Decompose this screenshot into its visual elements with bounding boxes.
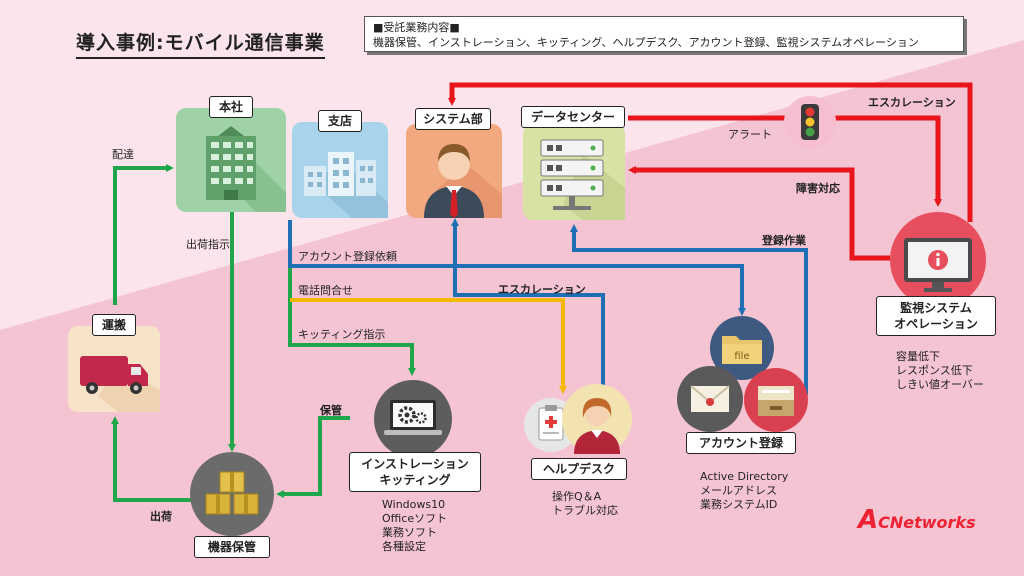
honsha-tile [176, 108, 286, 212]
stacked-boxes-icon [205, 471, 259, 515]
flow-touroku [570, 224, 808, 395]
service-box: ■受託業務内容■ 機器保管、インストレーション、キッティング、ヘルプデスク、アカ… [364, 16, 964, 52]
flow-label-account-irai: アカウント登録依頼 [298, 250, 397, 263]
helpdesk-details: 操作Q＆A トラブル対応 [552, 490, 618, 518]
flow-label-shukka: 出荷 [150, 510, 172, 523]
monitoring-detail-item: レスポンス低下 [896, 364, 973, 377]
page-title: 導入事例:モバイル通信事業 [76, 28, 325, 59]
shiten-label: 支店 [318, 110, 362, 132]
mail-circle [677, 366, 743, 432]
system-bu-label: システム部 [415, 108, 491, 130]
account-details: Active Directory メールアドレス 業務システムID [700, 470, 788, 512]
helpdesk-label: ヘルプデスク [531, 458, 627, 480]
flow-account-irai [288, 220, 746, 316]
office-building-icon [206, 126, 286, 212]
data-center-label: データセンター [521, 106, 625, 128]
monitoring-detail-item: 容量低下 [896, 350, 940, 363]
system-bu-tile [406, 124, 502, 218]
account-detail-item: メールアドレス [700, 484, 777, 497]
svg-text:file: file [734, 351, 749, 362]
installation-circle [374, 380, 452, 458]
shiten-tile [292, 122, 388, 218]
data-center-tile [523, 124, 625, 220]
traffic-light-icon [801, 104, 819, 140]
flow-hokan [276, 416, 350, 498]
flow-label-alert: アラート [728, 128, 772, 141]
service-content: 機器保管、インストレーション、キッティング、ヘルプデスク、アカウント登録、監視シ… [373, 36, 919, 49]
flow-label-denwa: 電話問合せ [298, 284, 353, 297]
flow-label-kitting: キッティング指示 [298, 328, 386, 341]
flow-denwa [290, 298, 567, 394]
file-folder-icon: file [722, 336, 762, 364]
businessman-icon [424, 144, 502, 218]
flow-label-hokan: 保管 [320, 404, 342, 417]
company-logo: ACNetworks [858, 505, 976, 535]
flow-alert [628, 115, 942, 207]
helpdesk-operator-icon [574, 398, 620, 454]
monitoring-label: 監視システム オペレーション [876, 296, 996, 336]
kiki-hokan-label: 機器保管 [194, 536, 270, 558]
drawer-circle [744, 368, 808, 432]
branch-buildings-icon [304, 152, 388, 218]
server-rack-icon [540, 139, 625, 220]
operator-circle [562, 384, 632, 454]
traffic-light-circle [784, 96, 836, 148]
flow-shukka [111, 416, 195, 502]
installation-details: Windows10 Officeソフト 業務ソフト 各種設定 [382, 498, 447, 554]
account-detail-item: 業務システムID [700, 498, 778, 511]
logo-mark: A [858, 505, 879, 535]
flow-label-shukka-shiji: 出荷指示 [186, 238, 230, 251]
installation-label: インストレーション キッティング [349, 452, 481, 492]
flow-label-escalation-red: エスカレーション [868, 96, 956, 109]
flow-kitting [288, 228, 416, 376]
monitor-info-icon [904, 238, 972, 292]
helpdesk-detail-item: トラブル対応 [552, 504, 618, 517]
flow-escalation-blue [451, 218, 605, 385]
installation-detail-item: 各種設定 [382, 540, 426, 553]
honsha-label: 本社 [209, 96, 253, 118]
service-heading: ■受託業務内容■ [373, 21, 460, 34]
monitoring-detail-item: しきい値オーバー [896, 378, 984, 391]
account-detail-item: Active Directory [700, 470, 789, 483]
envelope-icon [690, 385, 730, 412]
logo-text: CNetworks [878, 513, 976, 532]
flow-label-touroku: 登録作業 [762, 234, 806, 247]
flow-label-haitatsu: 配達 [112, 148, 134, 161]
delivery-truck-icon [80, 356, 160, 412]
kiki-hokan-circle [190, 452, 274, 536]
account-label: アカウント登録 [686, 432, 796, 454]
monitoring-details: 容量低下 レスポンス低下 しきい値オーバー [896, 350, 984, 392]
file-drawer-icon [758, 386, 794, 416]
installation-detail-item: Officeソフト [382, 512, 448, 525]
installation-detail-item: 業務ソフト [382, 526, 437, 539]
flow-label-shougai: 障害対応 [796, 182, 840, 195]
helpdesk-detail-item: 操作Q＆A [552, 490, 602, 503]
unpan-label: 運搬 [92, 314, 136, 336]
flow-label-escalation-blue: エスカレーション [498, 283, 586, 296]
flow-shougai [628, 166, 890, 261]
monitoring-circle [890, 212, 986, 308]
unpan-tile [68, 326, 160, 412]
installation-detail-item: Windows10 [382, 498, 446, 511]
flow-escalation-red [448, 82, 973, 222]
laptop-gears-icon [384, 400, 442, 435]
flow-haitatsu [113, 164, 174, 305]
